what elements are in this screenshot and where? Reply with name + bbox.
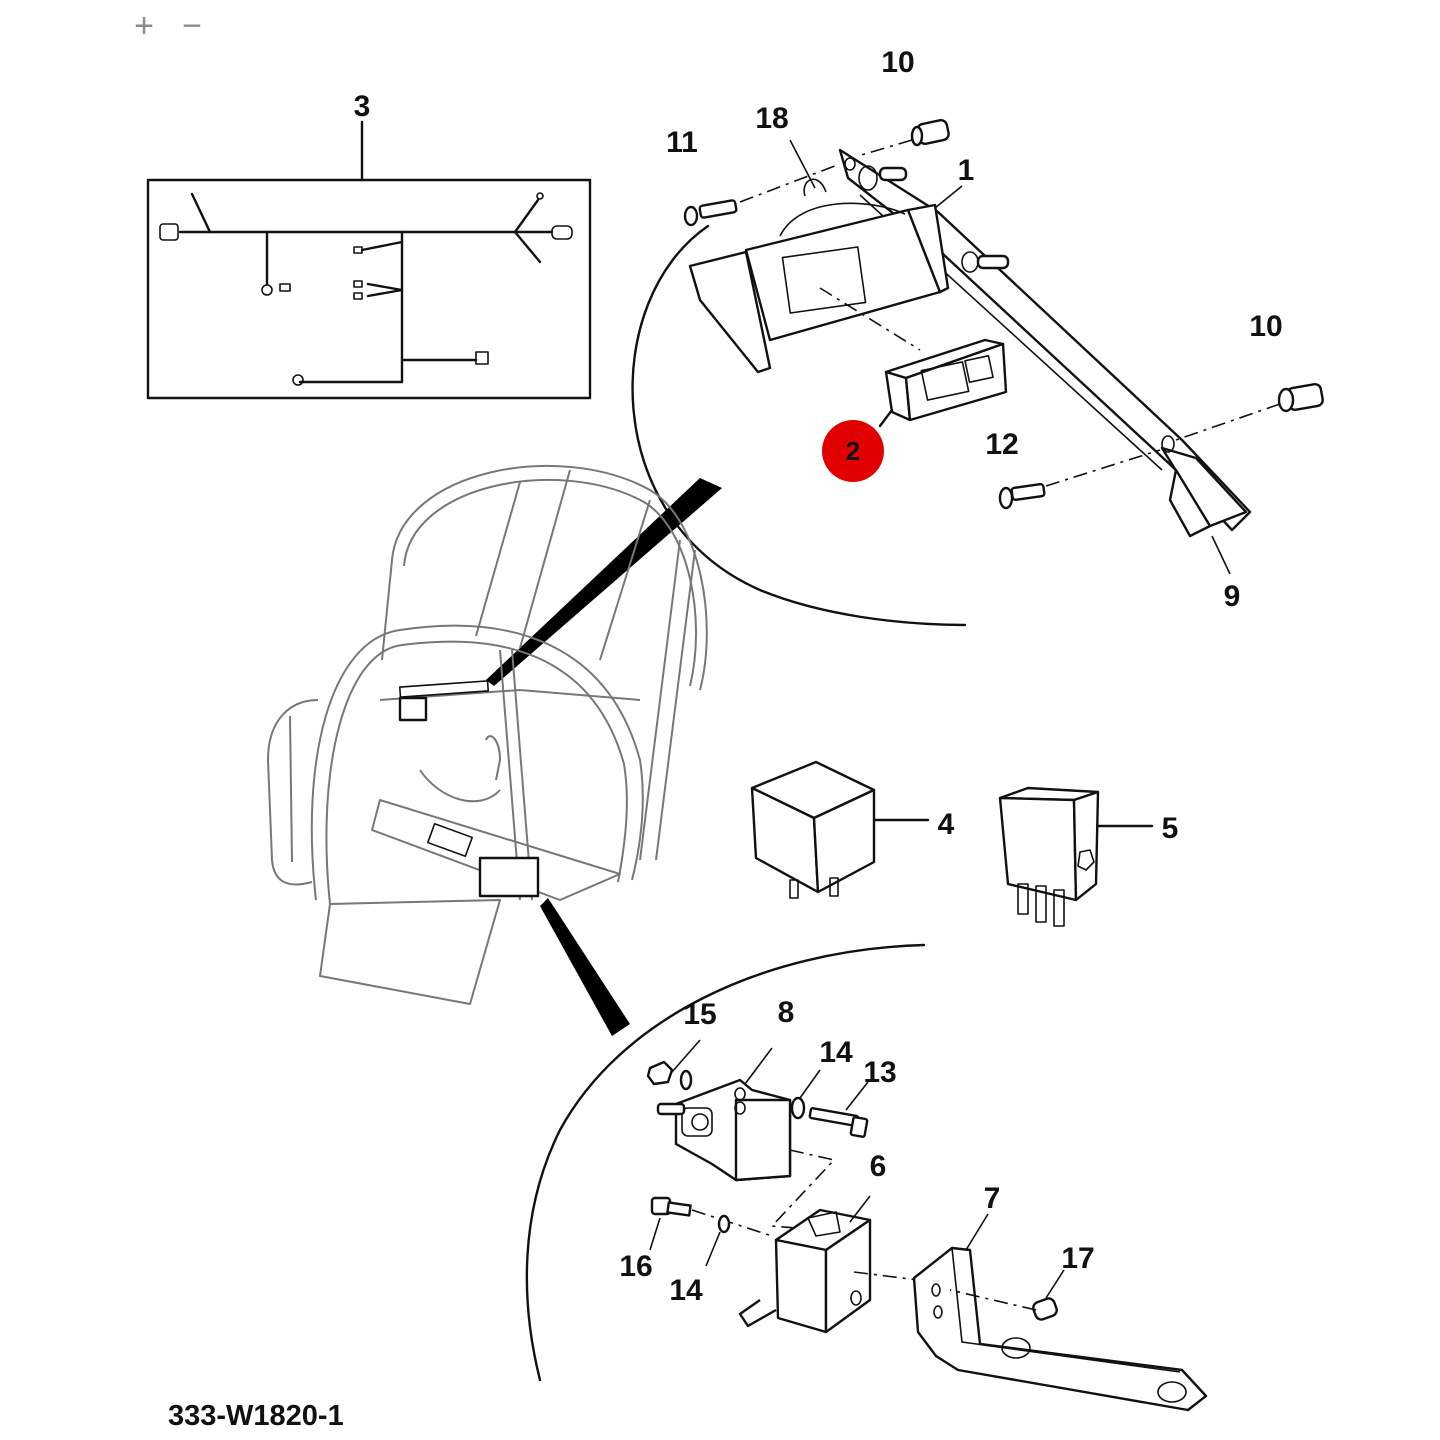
callout-5: 5 [1162, 812, 1179, 845]
zoom-in-button[interactable]: + [134, 7, 154, 45]
callout-1: 1 [958, 154, 975, 187]
callout-7: 7 [984, 1182, 1001, 1215]
diagram-reference-code: 333-W1820-1 [168, 1400, 344, 1432]
callout-15: 15 [683, 998, 716, 1031]
zoom-out-button[interactable]: − [182, 7, 202, 45]
callout-13: 13 [863, 1056, 896, 1089]
callout-2: 2 [846, 436, 860, 466]
callout-10-top: 10 [881, 46, 914, 79]
callout-10-right: 10 [1249, 310, 1282, 343]
callout-12: 12 [985, 428, 1018, 461]
callout-14-top: 14 [819, 1036, 853, 1069]
lower-detail-view [525, 943, 1208, 1412]
wiring-harness-inset [146, 120, 592, 400]
callout-4: 4 [938, 808, 955, 841]
callout-17: 17 [1061, 1242, 1094, 1275]
callout-3: 3 [354, 90, 371, 123]
relay-5 [998, 786, 1154, 927]
cab-overview [267, 464, 708, 1036]
callout-16: 16 [619, 1250, 652, 1283]
callout-18: 18 [755, 102, 788, 135]
highlight-marker[interactable]: 2 [822, 420, 884, 482]
upper-detail-view [486, 119, 1324, 686]
callout-14-bottom: 14 [669, 1274, 703, 1307]
relay-4 [750, 760, 930, 899]
callout-11: 11 [666, 126, 698, 159]
callout-9: 9 [1224, 580, 1241, 613]
callout-6: 6 [870, 1150, 887, 1183]
callout-8: 8 [778, 996, 795, 1029]
callout-labels: 3 10 18 11 1 10 12 9 4 5 15 8 14 13 6 7 … [354, 46, 1283, 1307]
